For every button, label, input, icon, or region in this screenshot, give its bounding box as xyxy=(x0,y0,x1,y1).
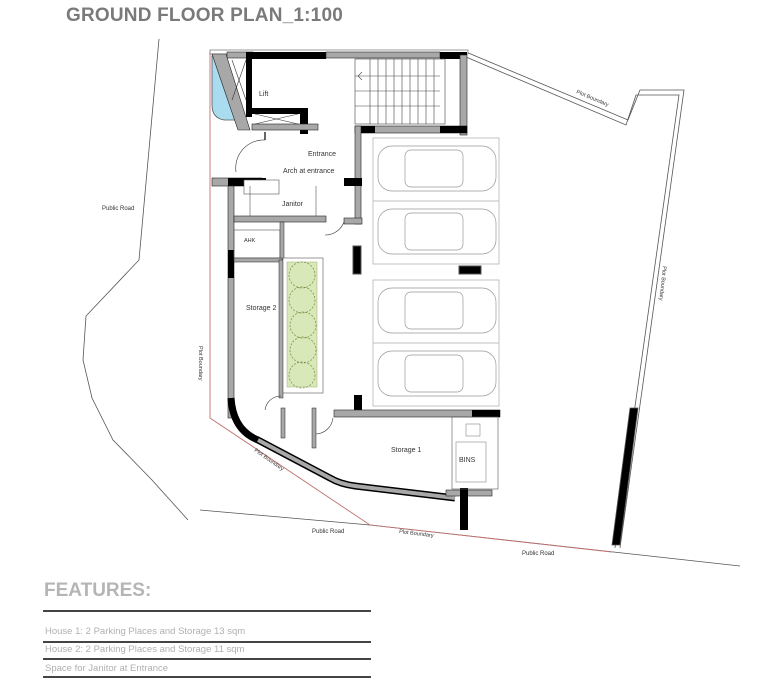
storage2-label: Storage 2 xyxy=(246,305,276,312)
parking-bays xyxy=(372,137,500,407)
arch-label: Arch at entrance xyxy=(283,168,334,175)
floor-plan: Lift Entrance Arch at entrance Janitor A… xyxy=(82,38,741,567)
divider xyxy=(43,641,371,643)
plot-boundary-left-label: Plot Boundary xyxy=(197,346,203,381)
public-road-outline xyxy=(82,38,189,521)
ahk-label: AHK xyxy=(244,238,256,244)
public-road-bottom-label-1: Public Road xyxy=(312,529,344,535)
public-road-bottom-label-2: Public Road xyxy=(522,551,554,557)
divider xyxy=(43,610,371,612)
divider xyxy=(43,676,371,678)
staircase xyxy=(354,58,446,125)
planter xyxy=(286,261,318,388)
plot-boundary-bottom-label: Plot Boundary xyxy=(399,529,434,539)
feature-item: Space for Janitor at Entrance xyxy=(45,663,169,674)
public-road-left-label: Public Road xyxy=(102,206,134,212)
car-icons xyxy=(377,145,497,397)
features-heading: FEATURES: xyxy=(44,580,152,601)
feature-item: House 2: 2 Parking Places and Storage 11… xyxy=(45,644,245,655)
page-title: GROUND FLOOR PLAN_1:100 xyxy=(66,5,343,26)
plot-boundary-right xyxy=(465,51,685,549)
storage1-label: Storage 1 xyxy=(391,447,421,454)
bins-label: BINS xyxy=(459,457,476,464)
entrance-label: Entrance xyxy=(308,151,336,158)
feature-item: House 1: 2 Parking Places and Storage 13… xyxy=(45,626,246,637)
lift-label: Lift xyxy=(259,91,268,98)
plot-boundary-right-label: Plot Boundary xyxy=(657,266,667,301)
janitor-label: Janitor xyxy=(282,201,304,208)
divider xyxy=(43,658,371,660)
plot-boundary-line xyxy=(209,52,613,553)
public-road-bottom-line xyxy=(199,509,741,567)
